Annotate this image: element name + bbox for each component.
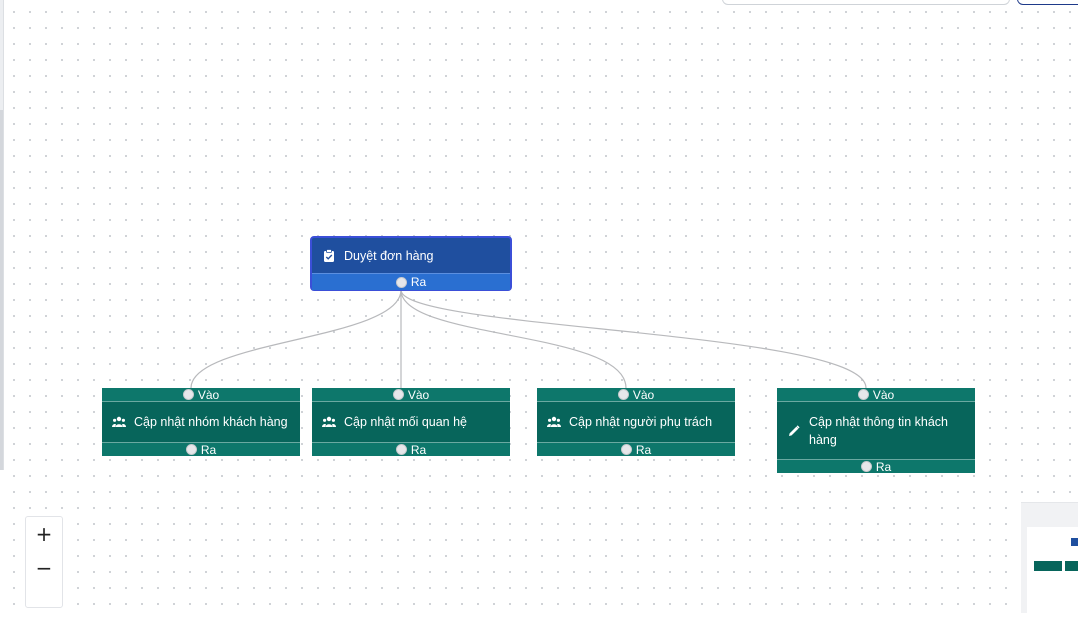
clipboard-check-icon (322, 249, 336, 263)
node-body[interactable]: Cập nhật nhóm khách hàng (102, 402, 300, 442)
node-root-output-port[interactable]: Ra (312, 273, 510, 290)
input-handle[interactable] (392, 389, 404, 400)
node-body[interactable]: Cập nhật người phụ trách (537, 402, 735, 442)
output-label: Ra (410, 442, 427, 457)
input-label: Vào (407, 387, 430, 402)
node-update-relationship[interactable]: Vào Cập nhật mối quan hệ Ra (312, 388, 510, 457)
connection-edges (190, 289, 867, 389)
node-update-customer-group[interactable]: Vào Cập nhật nhóm khách hàng Ra (102, 388, 300, 457)
input-handle[interactable] (182, 389, 194, 400)
output-label: Ra (635, 442, 652, 457)
zoom-controls: + − (25, 516, 63, 608)
output-handle[interactable] (395, 276, 407, 288)
input-port[interactable]: Vào (537, 388, 735, 402)
node-label: Cập nhật thông tin khách hàng (809, 414, 948, 447)
side-panel-scrollbar[interactable] (0, 110, 3, 470)
output-handle[interactable] (620, 444, 632, 455)
output-port[interactable]: Ra (102, 442, 300, 457)
node-body[interactable]: Cập nhật thông tin khách hàng (777, 402, 975, 459)
output-port[interactable]: Ra (777, 459, 975, 474)
input-port[interactable]: Vào (777, 388, 975, 402)
minimap-child-node (1034, 561, 1062, 571)
zoom-out-button[interactable]: − (35, 556, 53, 580)
node-root-label: Duyệt đơn hàng (344, 248, 434, 263)
minimap-root-node (1071, 538, 1078, 546)
node-root-body[interactable]: Duyệt đơn hàng (312, 238, 510, 273)
input-port[interactable]: Vào (102, 388, 300, 402)
output-handle[interactable] (185, 444, 197, 455)
users-icon (547, 415, 561, 429)
node-root[interactable]: Duyệt đơn hàng Ra (310, 236, 512, 291)
edge-to-node-4[interactable] (400, 289, 867, 389)
node-label: Cập nhật mối quan hệ (344, 415, 468, 429)
node-update-customer-info[interactable]: Vào Cập nhật thông tin khách hàng Ra (777, 388, 975, 474)
users-icon (322, 415, 336, 429)
input-handle[interactable] (857, 389, 869, 400)
node-label: Cập nhật người phụ trách (569, 415, 713, 429)
output-port[interactable]: Ra (537, 442, 735, 457)
input-handle[interactable] (617, 389, 629, 400)
users-icon (112, 415, 126, 429)
output-label: Ra (410, 275, 427, 289)
output-handle[interactable] (860, 461, 872, 472)
output-handle[interactable] (395, 444, 407, 455)
zoom-in-button[interactable]: + (35, 522, 53, 546)
input-label: Vào (872, 387, 895, 402)
output-port[interactable]: Ra (312, 442, 510, 457)
node-label: Cập nhật nhóm khách hàng (134, 415, 288, 429)
input-label: Vào (197, 387, 220, 402)
node-update-person-in-charge[interactable]: Vào Cập nhật người phụ trách Ra (537, 388, 735, 457)
pencil-icon (787, 424, 801, 438)
output-label: Ra (200, 442, 217, 457)
minimap-child-node (1065, 561, 1078, 571)
input-label: Vào (632, 387, 655, 402)
node-body[interactable]: Cập nhật mối quan hệ (312, 402, 510, 442)
output-label: Ra (875, 459, 892, 474)
edge-to-node-3[interactable] (400, 289, 627, 389)
minimap[interactable] (1021, 502, 1078, 617)
input-port[interactable]: Vào (312, 388, 510, 402)
edge-to-node-1[interactable] (190, 289, 402, 389)
top-action-button[interactable] (1017, 0, 1078, 5)
